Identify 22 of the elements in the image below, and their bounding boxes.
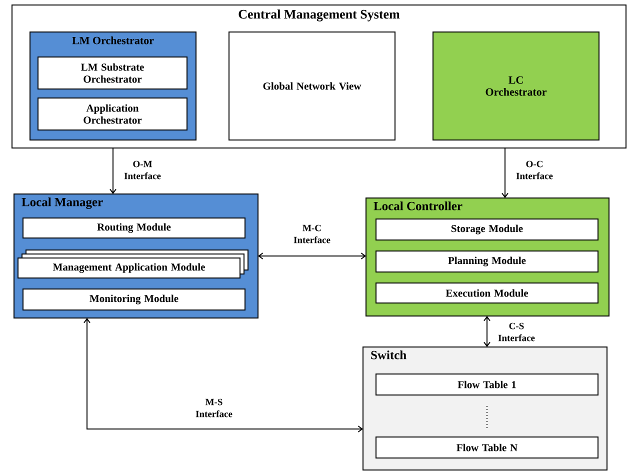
module-box: LM Substrate Orchestrator — [38, 56, 188, 90]
orchestrator-box: LC Orchestrator — [432, 32, 600, 140]
arrow — [484, 316, 490, 347]
edge-label: C-S Interface — [492, 322, 542, 342]
stacked-module-box: Management Application Module — [18, 250, 248, 278]
table-box: Flow Table 1 — [376, 374, 598, 396]
edge-label: M-S Interface — [189, 398, 239, 418]
view-box: Global Network View — [228, 32, 396, 140]
module-box: Storage Module — [376, 218, 598, 240]
arrow — [258, 252, 366, 260]
module-box: Monitoring Module — [22, 288, 246, 310]
module-box: Execution Module — [376, 282, 598, 304]
edge-label: O-M Interface — [118, 160, 168, 180]
edge-label: M-C Interface — [287, 224, 337, 244]
table-box: Flow Table N — [376, 436, 598, 458]
module-box: Planning Module — [376, 250, 598, 272]
edge-label: O-C Interface — [510, 160, 560, 180]
arrow — [502, 148, 508, 198]
arrow — [110, 148, 116, 194]
arrow — [84, 318, 363, 432]
module-box: Routing Module — [22, 218, 246, 238]
module-box: Application Orchestrator — [38, 98, 188, 130]
